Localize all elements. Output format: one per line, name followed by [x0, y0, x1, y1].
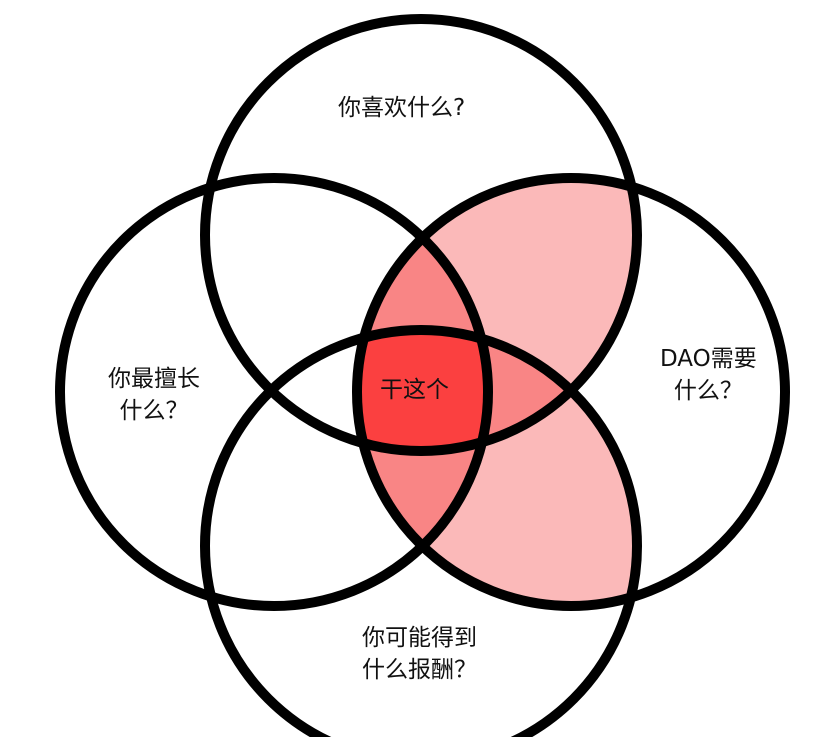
circle-bottom	[200, 325, 642, 737]
label-left-line2: 什么？	[119, 398, 189, 424]
label-left-line1: 你最擅长	[108, 366, 200, 392]
label-right-line1: DAO需要	[660, 346, 757, 372]
label-top: 你喜欢什么?	[338, 95, 466, 121]
label-bottom: 你可能得到 什么报酬？	[362, 622, 477, 686]
center-label: 干这个	[380, 377, 449, 403]
label-right-line2: 什么？	[673, 378, 743, 404]
circle-left	[55, 173, 493, 611]
label-right: DAO需要 什么？	[660, 343, 757, 407]
label-bottom-line1: 你可能得到	[362, 625, 477, 651]
label-left: 你最擅长 什么？	[108, 363, 200, 427]
label-bottom-line2: 什么报酬？	[362, 657, 477, 683]
circle-top	[200, 14, 642, 456]
circle-right	[352, 173, 790, 611]
